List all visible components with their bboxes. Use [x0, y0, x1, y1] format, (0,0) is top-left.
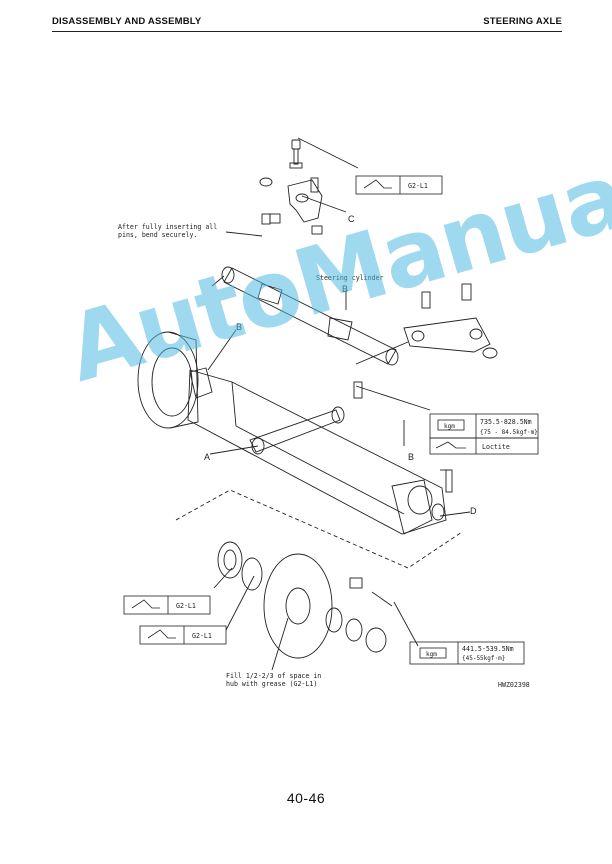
axle-flange-left [137, 331, 199, 429]
king-pin-right [391, 469, 453, 535]
torque-mid-nm-text: 735.5-828.5Nm [480, 418, 532, 426]
spec-box-grease-left-1 [123, 595, 211, 615]
hub-assembly [217, 541, 393, 659]
note-bend-line-2: pins, bend securely. [118, 231, 197, 239]
note-fill-line-1: Fill 1/2-2/3 of space in [226, 672, 321, 680]
steering-cylinder-label: Steering cylinder [316, 274, 384, 282]
loctite-text: Loctite [482, 443, 510, 451]
torque-bottom-kg-text: {45-55kgf·m} [462, 655, 505, 662]
spec-box-torque-mid [429, 413, 539, 455]
torque-bottom-nm-text: 441.5-539.5Nm [462, 645, 514, 653]
spec-box-grease-left-2 [139, 625, 227, 645]
axle-body [187, 367, 447, 535]
callout-d: D [470, 506, 477, 516]
chapter-title: STEERING AXLE [483, 16, 562, 27]
callout-b-right: B [408, 452, 414, 462]
page-header: DISASSEMBLY AND ASSEMBLY STEERING AXLE [52, 14, 562, 32]
spec-box-torque-bottom [409, 641, 525, 665]
kgm-bottom-text: kgm [426, 651, 437, 658]
kgm-mid-text: kgm [444, 423, 455, 430]
grease-top-text: G2-L1 [408, 182, 428, 190]
knuckle-arm-right [403, 283, 498, 359]
figure-code: HWZ02398 [498, 681, 530, 689]
note-bend-line-1: After fully inserting all [118, 223, 217, 231]
callout-c: C [348, 214, 355, 224]
grease-left-2-text: G2-L1 [192, 632, 212, 640]
grease-left-1-text: G2-L1 [176, 602, 196, 610]
spec-box-grease-top [355, 175, 443, 195]
header-rule [52, 31, 562, 32]
torque-mid-kg-text: {75 - 84.5kgf·m} [480, 429, 538, 436]
callout-b-left: B [236, 322, 242, 332]
section-title: DISASSEMBLY AND ASSEMBLY [52, 16, 202, 27]
top-bolt [289, 139, 303, 169]
callout-b-top: B [342, 284, 348, 294]
steering-cylinder [211, 266, 399, 366]
callout-a: A [204, 452, 210, 462]
page-number: 40-46 [286, 790, 326, 806]
pivot-bracket-c [259, 177, 323, 235]
note-fill-line-2: hub with grease (G2-L1) [226, 680, 317, 688]
